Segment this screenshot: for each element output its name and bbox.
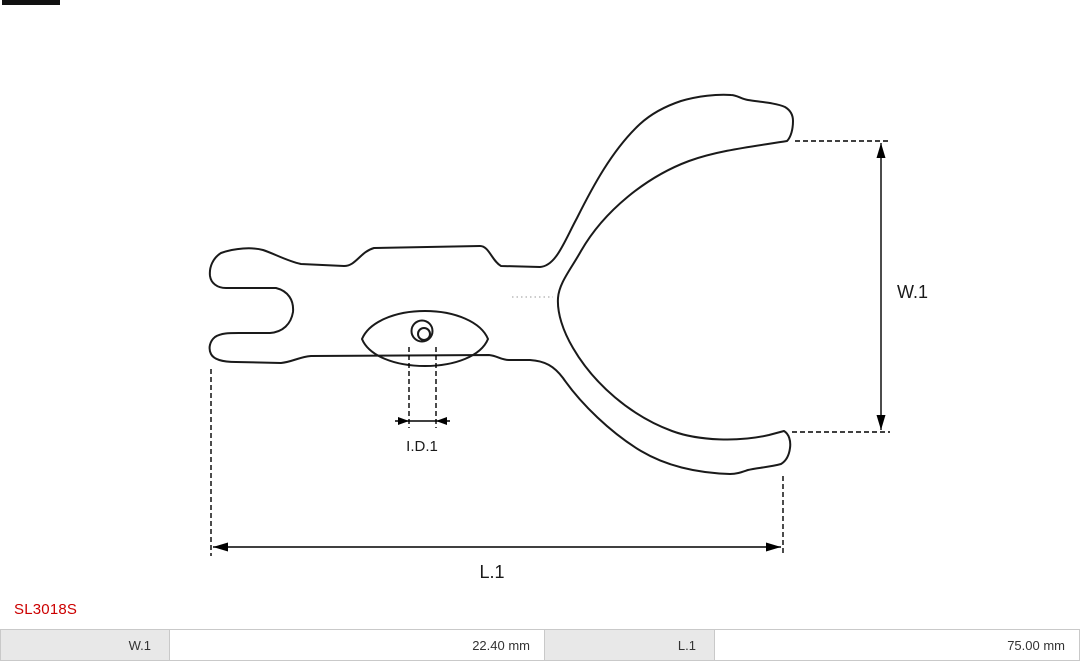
logo-fragment bbox=[2, 0, 60, 5]
dimension-w1 bbox=[792, 140, 890, 433]
id1-arrowhead-right bbox=[436, 417, 447, 425]
w1-arrowhead-top bbox=[876, 143, 886, 158]
w1-label: W.1 bbox=[897, 282, 928, 302]
spec-cell-label-w1: W.1 bbox=[0, 629, 170, 661]
pivot-hole-inner bbox=[417, 327, 431, 341]
spec-cell-value-l1: 75.00 mm bbox=[715, 629, 1080, 661]
part-outline-group bbox=[208, 93, 794, 475]
part-outline bbox=[208, 93, 794, 475]
l1-arrowhead-left bbox=[213, 542, 228, 552]
part-number: SL3018S bbox=[14, 601, 78, 618]
pivot-boss bbox=[361, 310, 489, 367]
w1-arrowhead-bottom bbox=[876, 415, 886, 430]
l1-label: L.1 bbox=[479, 562, 504, 582]
l1-arrowhead-right bbox=[766, 542, 781, 552]
spec-cell-label-l1: L.1 bbox=[545, 629, 715, 661]
id1-label: I.D.1 bbox=[406, 438, 438, 455]
dimension-l1 bbox=[210, 369, 784, 556]
spec-cell-value-w1: 22.40 mm bbox=[170, 629, 545, 661]
pivot-hole-outer bbox=[410, 319, 434, 343]
id1-arrowhead-left bbox=[398, 417, 409, 425]
spec-table: W.1 22.40 mm L.1 75.00 mm bbox=[0, 629, 1080, 661]
dimension-id1 bbox=[395, 347, 450, 428]
technical-drawing: L.1 W.1 I.D.1 bbox=[208, 93, 928, 582]
